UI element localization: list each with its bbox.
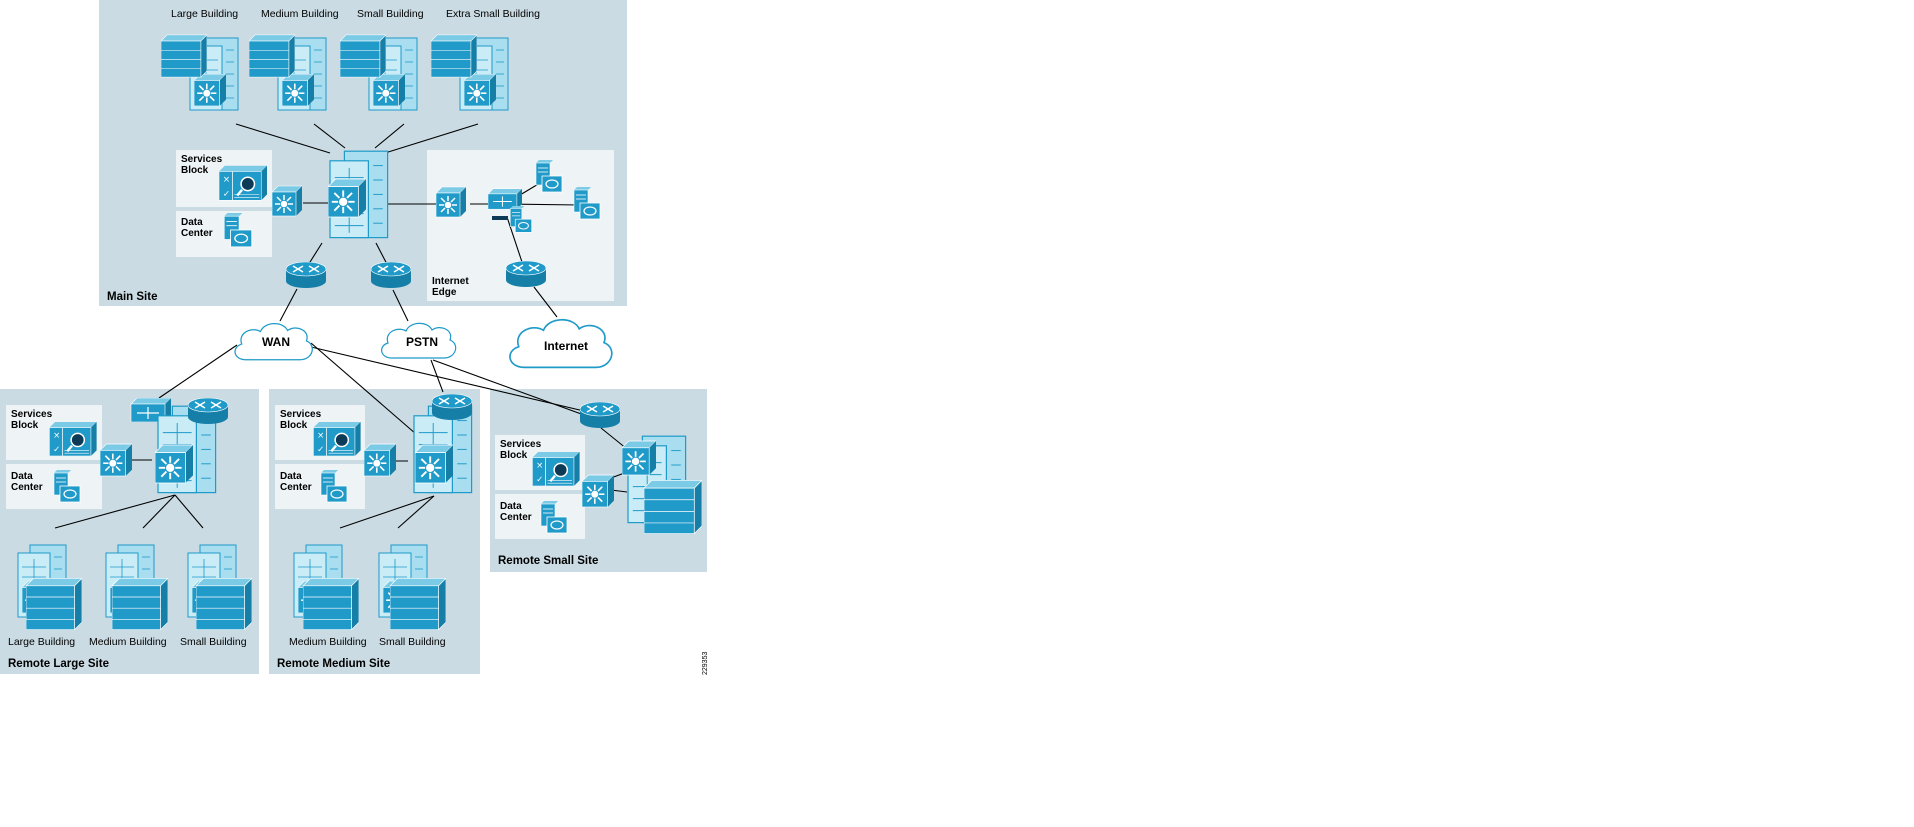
main-building-label-2: Small Building xyxy=(357,8,424,20)
rm-services-block-label: Services Block xyxy=(280,409,322,431)
remote-medium-site-label: Remote Medium Site xyxy=(277,658,391,670)
rm-building-label-1: Small Building xyxy=(379,636,446,648)
internet-label: Internet xyxy=(544,339,589,353)
main-building-label-3: Extra Small Building xyxy=(446,8,540,20)
main-building-label-1: Medium Building xyxy=(261,8,339,20)
internet-edge-label: Internet Edge xyxy=(432,276,469,298)
main-building-label-0: Large Building xyxy=(171,8,239,20)
rm-data-center-box xyxy=(275,464,365,509)
remote-large-devices xyxy=(18,398,252,631)
links xyxy=(54,123,628,529)
internet-edge-devices xyxy=(436,160,601,287)
wan-label: WAN xyxy=(262,335,290,349)
main-site-buildings xyxy=(161,34,508,110)
remote-small-site-label: Remote Small Site xyxy=(498,555,599,567)
main-services-block-label: Services Block xyxy=(181,154,223,176)
remote-small-devices xyxy=(532,402,702,534)
rm-data-center-label: Data Center xyxy=(280,471,312,493)
main-site-label: Main Site xyxy=(107,291,158,303)
rm-building-label-0: Medium Building xyxy=(289,636,367,648)
rs-data-center-box xyxy=(495,494,585,539)
rl-data-center-label: Data Center xyxy=(11,471,43,493)
rl-building-label-0: Large Building xyxy=(8,636,76,648)
main-core xyxy=(219,150,411,288)
rl-services-block-label: Services Block xyxy=(11,409,53,431)
remote-large-site-label: Remote Large Site xyxy=(8,658,109,670)
rs-data-center-label: Data Center xyxy=(500,501,532,523)
figure-id: 229353 xyxy=(702,651,709,675)
rs-services-block-label: Services Block xyxy=(500,439,542,461)
pstn-label: PSTN xyxy=(406,335,439,349)
rl-building-label-2: Small Building xyxy=(180,636,247,648)
rl-building-label-1: Medium Building xyxy=(89,636,167,648)
main-data-center-label: Data Center xyxy=(181,217,213,239)
